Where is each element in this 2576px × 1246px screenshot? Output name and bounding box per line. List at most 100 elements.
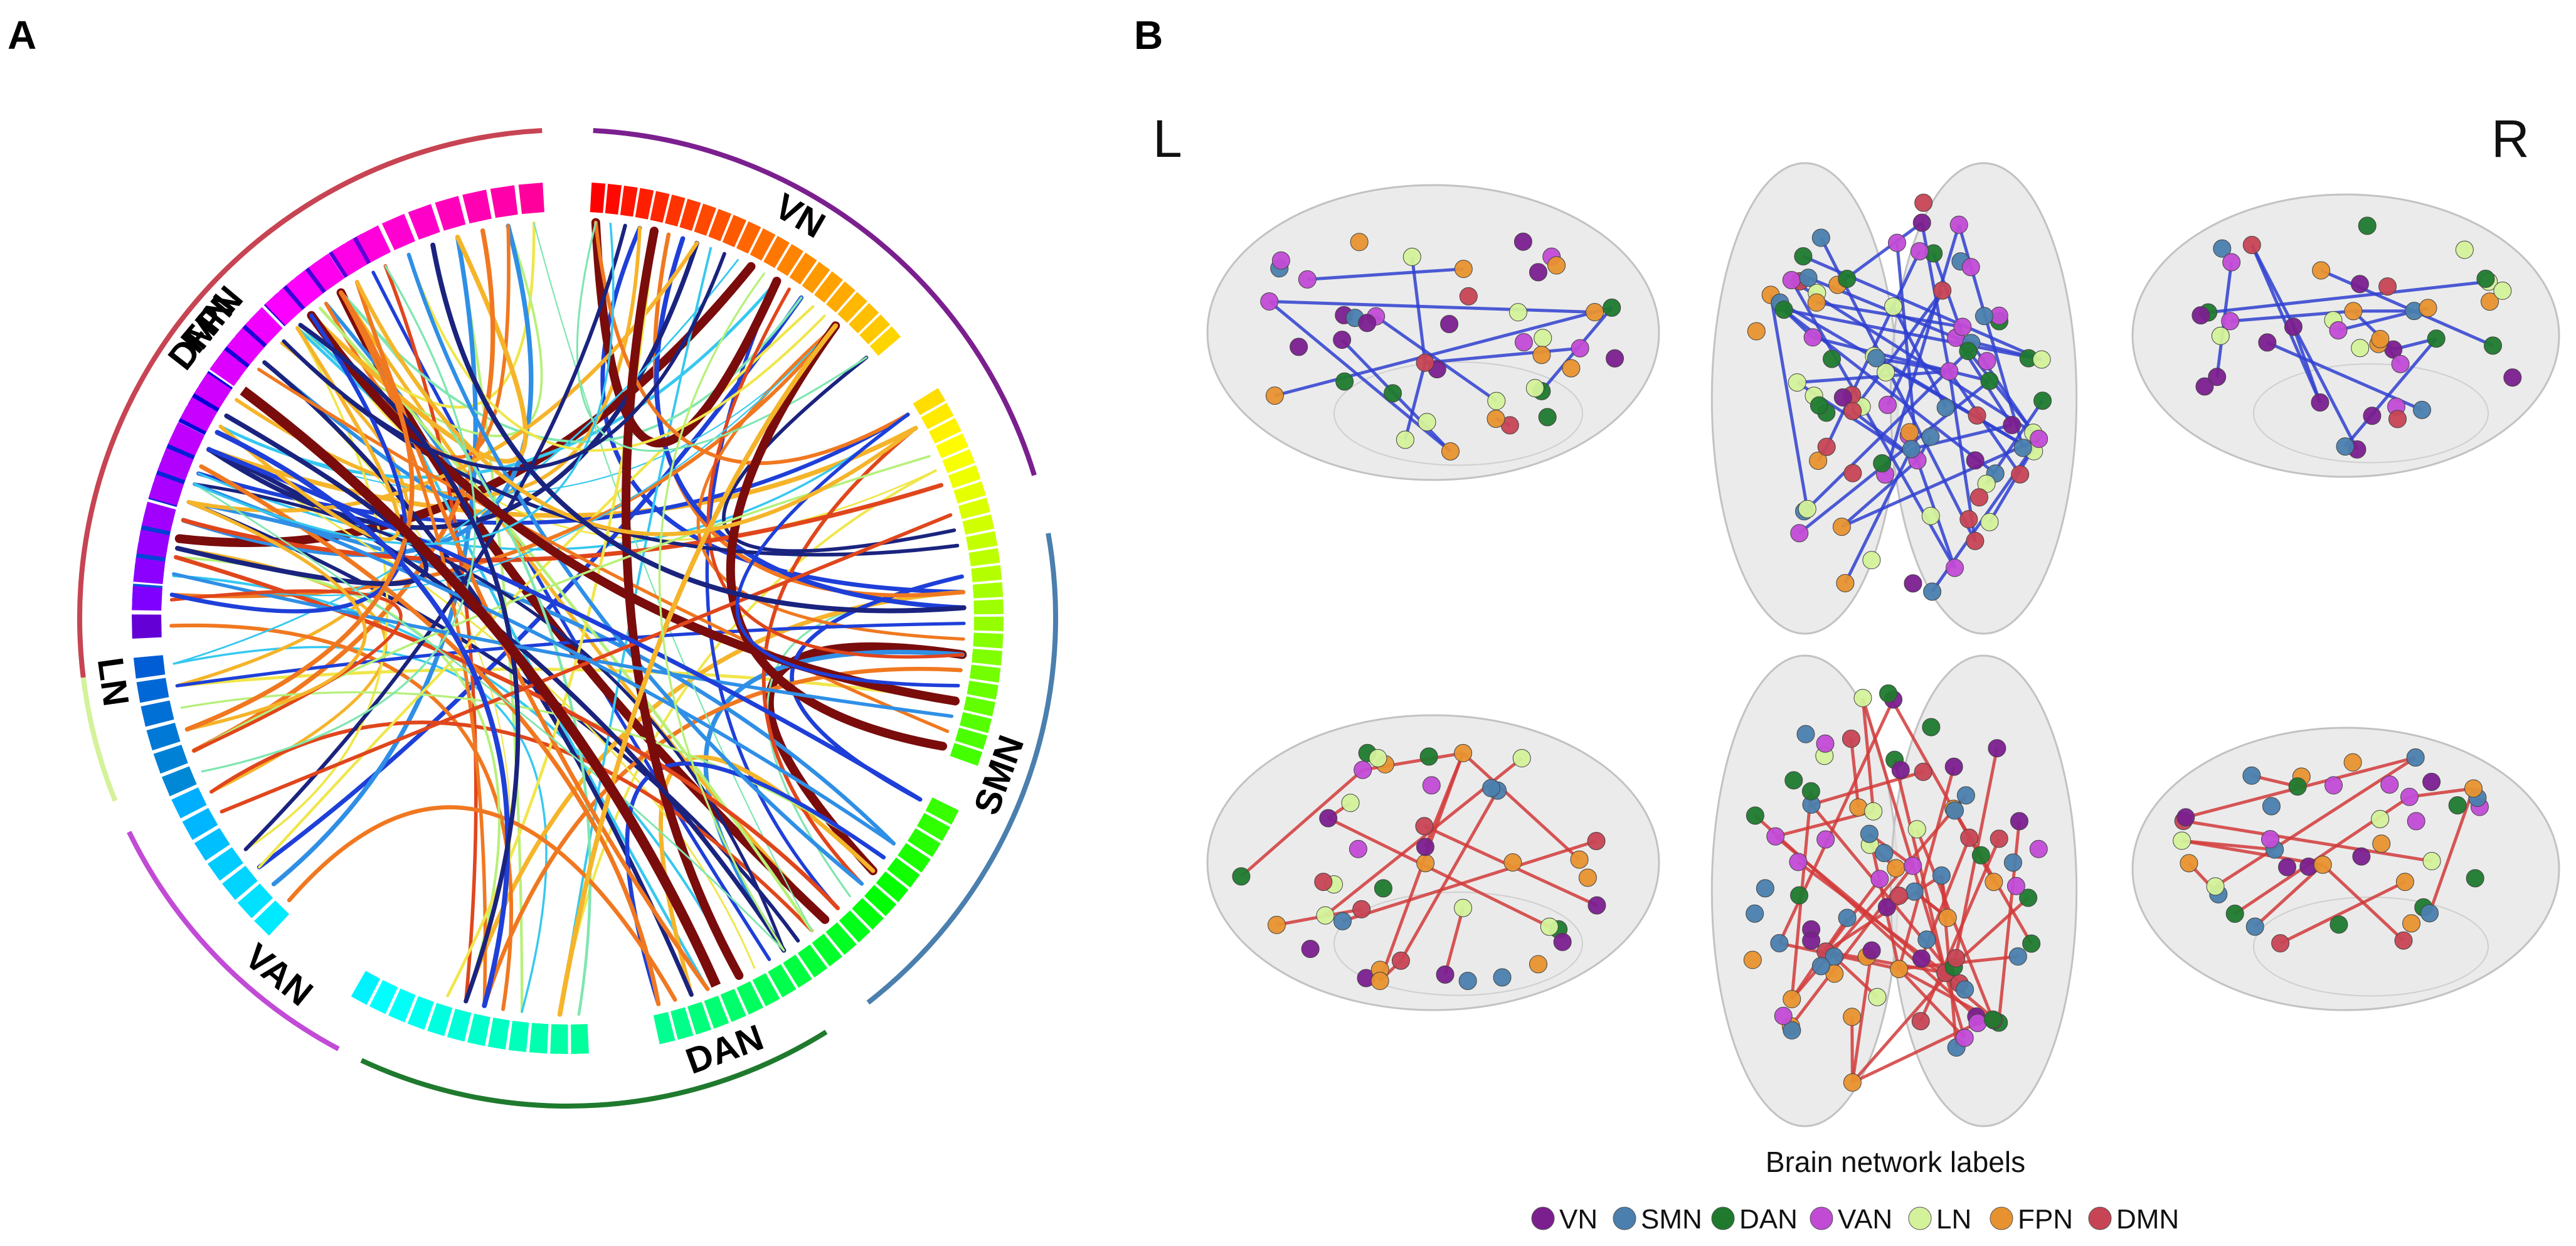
legend-label: LN (1936, 1204, 1971, 1235)
node-box (149, 474, 184, 506)
brain-node (2388, 410, 2407, 429)
brain-node (1877, 898, 1896, 917)
brain-edge (2208, 280, 2489, 314)
brain-node (2336, 437, 2355, 456)
legend-swatch (1908, 1206, 1932, 1230)
legend-swatch (1990, 1206, 2013, 1230)
brain-node (2242, 236, 2261, 255)
node-box (837, 292, 867, 323)
node-box (408, 204, 440, 240)
brain-node (2271, 934, 2290, 953)
node-box (968, 548, 1000, 567)
brain-node (2466, 869, 2484, 888)
brain-node (2343, 753, 2362, 772)
brain-node (1770, 934, 1789, 952)
node-box (369, 980, 398, 1014)
chord-edge (257, 368, 950, 733)
brain-node (2483, 336, 2502, 355)
node-box (936, 433, 969, 459)
node-box (679, 198, 701, 232)
brain-node (1538, 408, 1557, 427)
node-box (550, 1024, 568, 1054)
chord-edge (558, 469, 937, 1016)
brain-node (1816, 830, 1835, 849)
brain-node (2284, 317, 2303, 336)
brain-node (2419, 299, 2437, 317)
brain-node (1933, 281, 1952, 300)
node-box (953, 481, 986, 504)
brain-node (1873, 454, 1892, 473)
chord-edge (406, 252, 864, 886)
brain-node (1370, 972, 1389, 991)
brain-node (1265, 386, 1284, 405)
brain-node (1418, 413, 1436, 432)
node-box (529, 1023, 549, 1054)
brain-node (1912, 213, 1931, 232)
brain-node (1877, 363, 1895, 381)
brain-node (1922, 718, 1941, 737)
brain-node (2003, 416, 2022, 435)
legend-label: DMN (2116, 1204, 2179, 1235)
brain-node (2351, 339, 2370, 358)
chord-edge (765, 642, 967, 876)
brain-node (2412, 400, 2431, 419)
brain-node (2011, 465, 2030, 484)
chord-edge (169, 589, 403, 753)
node-box (948, 465, 981, 489)
node-box (388, 988, 416, 1023)
brain-node (1790, 886, 1809, 905)
brain-node (1454, 743, 1473, 762)
chord-edge (355, 280, 918, 536)
brain-edge (1754, 814, 1978, 1018)
node-box (752, 972, 780, 1007)
brain-edge (1812, 336, 1990, 383)
brain-node (2030, 430, 2049, 449)
brain-node (1514, 333, 1533, 351)
node-box (736, 981, 763, 1015)
brain-node (1525, 379, 1544, 398)
brain-node (1747, 322, 1766, 341)
node-box (887, 857, 920, 888)
brain-node (1487, 391, 1506, 410)
brain-node (1260, 292, 1279, 311)
brain-edge (1443, 907, 1465, 976)
legend-item-vn: VN (1531, 1204, 1598, 1235)
node-box (132, 585, 162, 611)
brain-node (1354, 760, 1372, 779)
brain-node (1902, 440, 1921, 459)
legend-swatch (1711, 1206, 1735, 1230)
chord-edge (174, 555, 840, 910)
brain-edge (1307, 267, 1464, 281)
node-box (605, 183, 622, 215)
network-arc-dmn (77, 128, 543, 678)
brain-node (1316, 906, 1335, 925)
chord-edge (220, 513, 953, 814)
brain-edge (1769, 294, 1809, 509)
node-box (157, 447, 194, 481)
brain-node (1436, 965, 1455, 984)
network-label-ln: LN (90, 655, 137, 709)
brain-node (1949, 215, 1968, 234)
brain-node (1969, 488, 1988, 507)
legend-title: Brain network labels (1766, 1146, 2025, 1178)
node-box (462, 189, 492, 224)
brain-edge (1342, 839, 1597, 923)
brain-node (1788, 373, 1806, 392)
brain-node (1796, 725, 1815, 743)
brain-node (2407, 812, 2425, 831)
brain-node (1961, 258, 1980, 277)
brain-node (1811, 957, 1830, 976)
brain-node (1459, 287, 1478, 306)
brain-node (1802, 931, 1821, 950)
brain-edge (1852, 1021, 1979, 1084)
brain-node (2006, 876, 2025, 895)
brain-node (2395, 873, 2414, 892)
brain-node (1843, 402, 1862, 420)
brain-node (2371, 809, 2390, 828)
chord-edge (482, 666, 963, 1008)
legend-label: VAN (1838, 1204, 1892, 1235)
brain-node (1887, 859, 1905, 878)
chord-edge (430, 242, 967, 614)
